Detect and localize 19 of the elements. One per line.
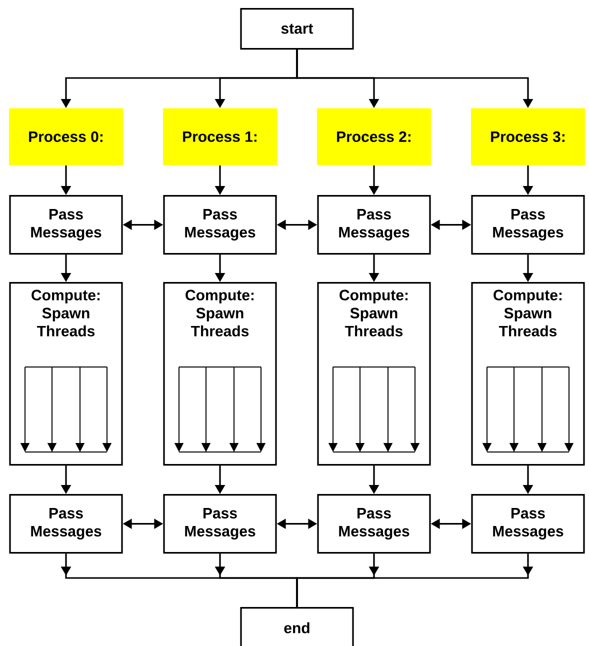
pass-messages-box: Pass Messages <box>471 494 585 554</box>
terminal-box: end <box>240 607 354 646</box>
pass-messages-box: Pass Messages <box>163 494 277 554</box>
process-label: Process 0: <box>9 108 123 166</box>
pass-messages-box: Pass Messages <box>317 494 431 554</box>
compute-box: Compute: Spawn Threads <box>471 282 585 466</box>
compute-box: Compute: Spawn Threads <box>317 282 431 466</box>
process-label: Process 2: <box>317 108 431 166</box>
pass-messages-box: Pass Messages <box>163 195 277 255</box>
process-label: Process 3: <box>471 108 585 166</box>
pass-messages-box: Pass Messages <box>471 195 585 255</box>
pass-messages-box: Pass Messages <box>9 494 123 554</box>
pass-messages-box: Pass Messages <box>317 195 431 255</box>
compute-box: Compute: Spawn Threads <box>9 282 123 466</box>
compute-box: Compute: Spawn Threads <box>163 282 277 466</box>
terminal-box: start <box>240 8 354 50</box>
pass-messages-box: Pass Messages <box>9 195 123 255</box>
process-label: Process 1: <box>163 108 277 166</box>
arrow <box>296 554 534 607</box>
